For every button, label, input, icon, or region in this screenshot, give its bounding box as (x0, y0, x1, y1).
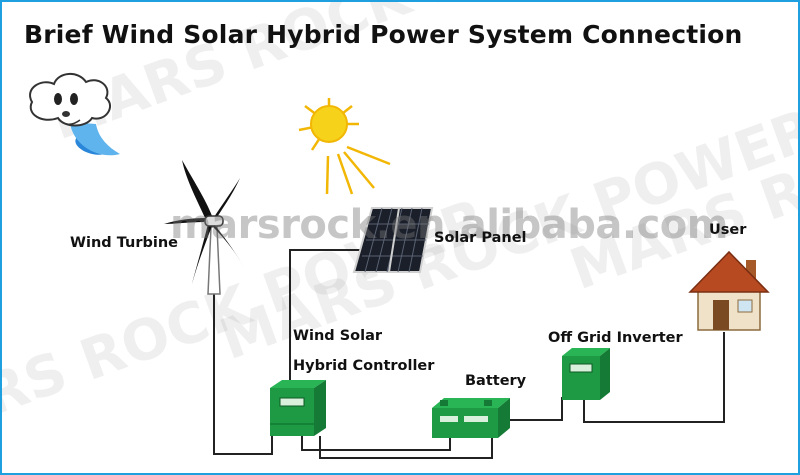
label-inverter: Off Grid Inverter (548, 330, 683, 346)
house-icon (688, 250, 770, 331)
cloud-icon (29, 73, 120, 156)
inverter-icon (562, 348, 610, 400)
connection-wires (213, 249, 725, 459)
solar-panel-icon (352, 207, 434, 273)
sun-icon (298, 98, 391, 195)
label-battery: Battery (465, 373, 527, 389)
wind-turbine-icon (164, 160, 244, 295)
wire-inverter-user (583, 332, 725, 423)
label-controller-line2: Hybrid Controller (293, 358, 435, 374)
battery-icon (432, 398, 510, 438)
wire-panel-controller (289, 249, 362, 390)
wire-turbine-controller (213, 292, 273, 455)
label-user: User (709, 222, 747, 238)
wire-controller-battery-bottom (319, 432, 493, 459)
label-solar-panel: Solar Panel (434, 230, 527, 246)
label-controller-line1: Wind Solar (293, 328, 383, 344)
wire-controller-battery-top (301, 430, 451, 451)
controller-icon (270, 380, 326, 436)
label-wind-turbine: Wind Turbine (70, 235, 178, 251)
wire-battery-inverter (499, 397, 563, 421)
page-title: Brief Wind Solar Hybrid Power System Con… (24, 20, 743, 49)
